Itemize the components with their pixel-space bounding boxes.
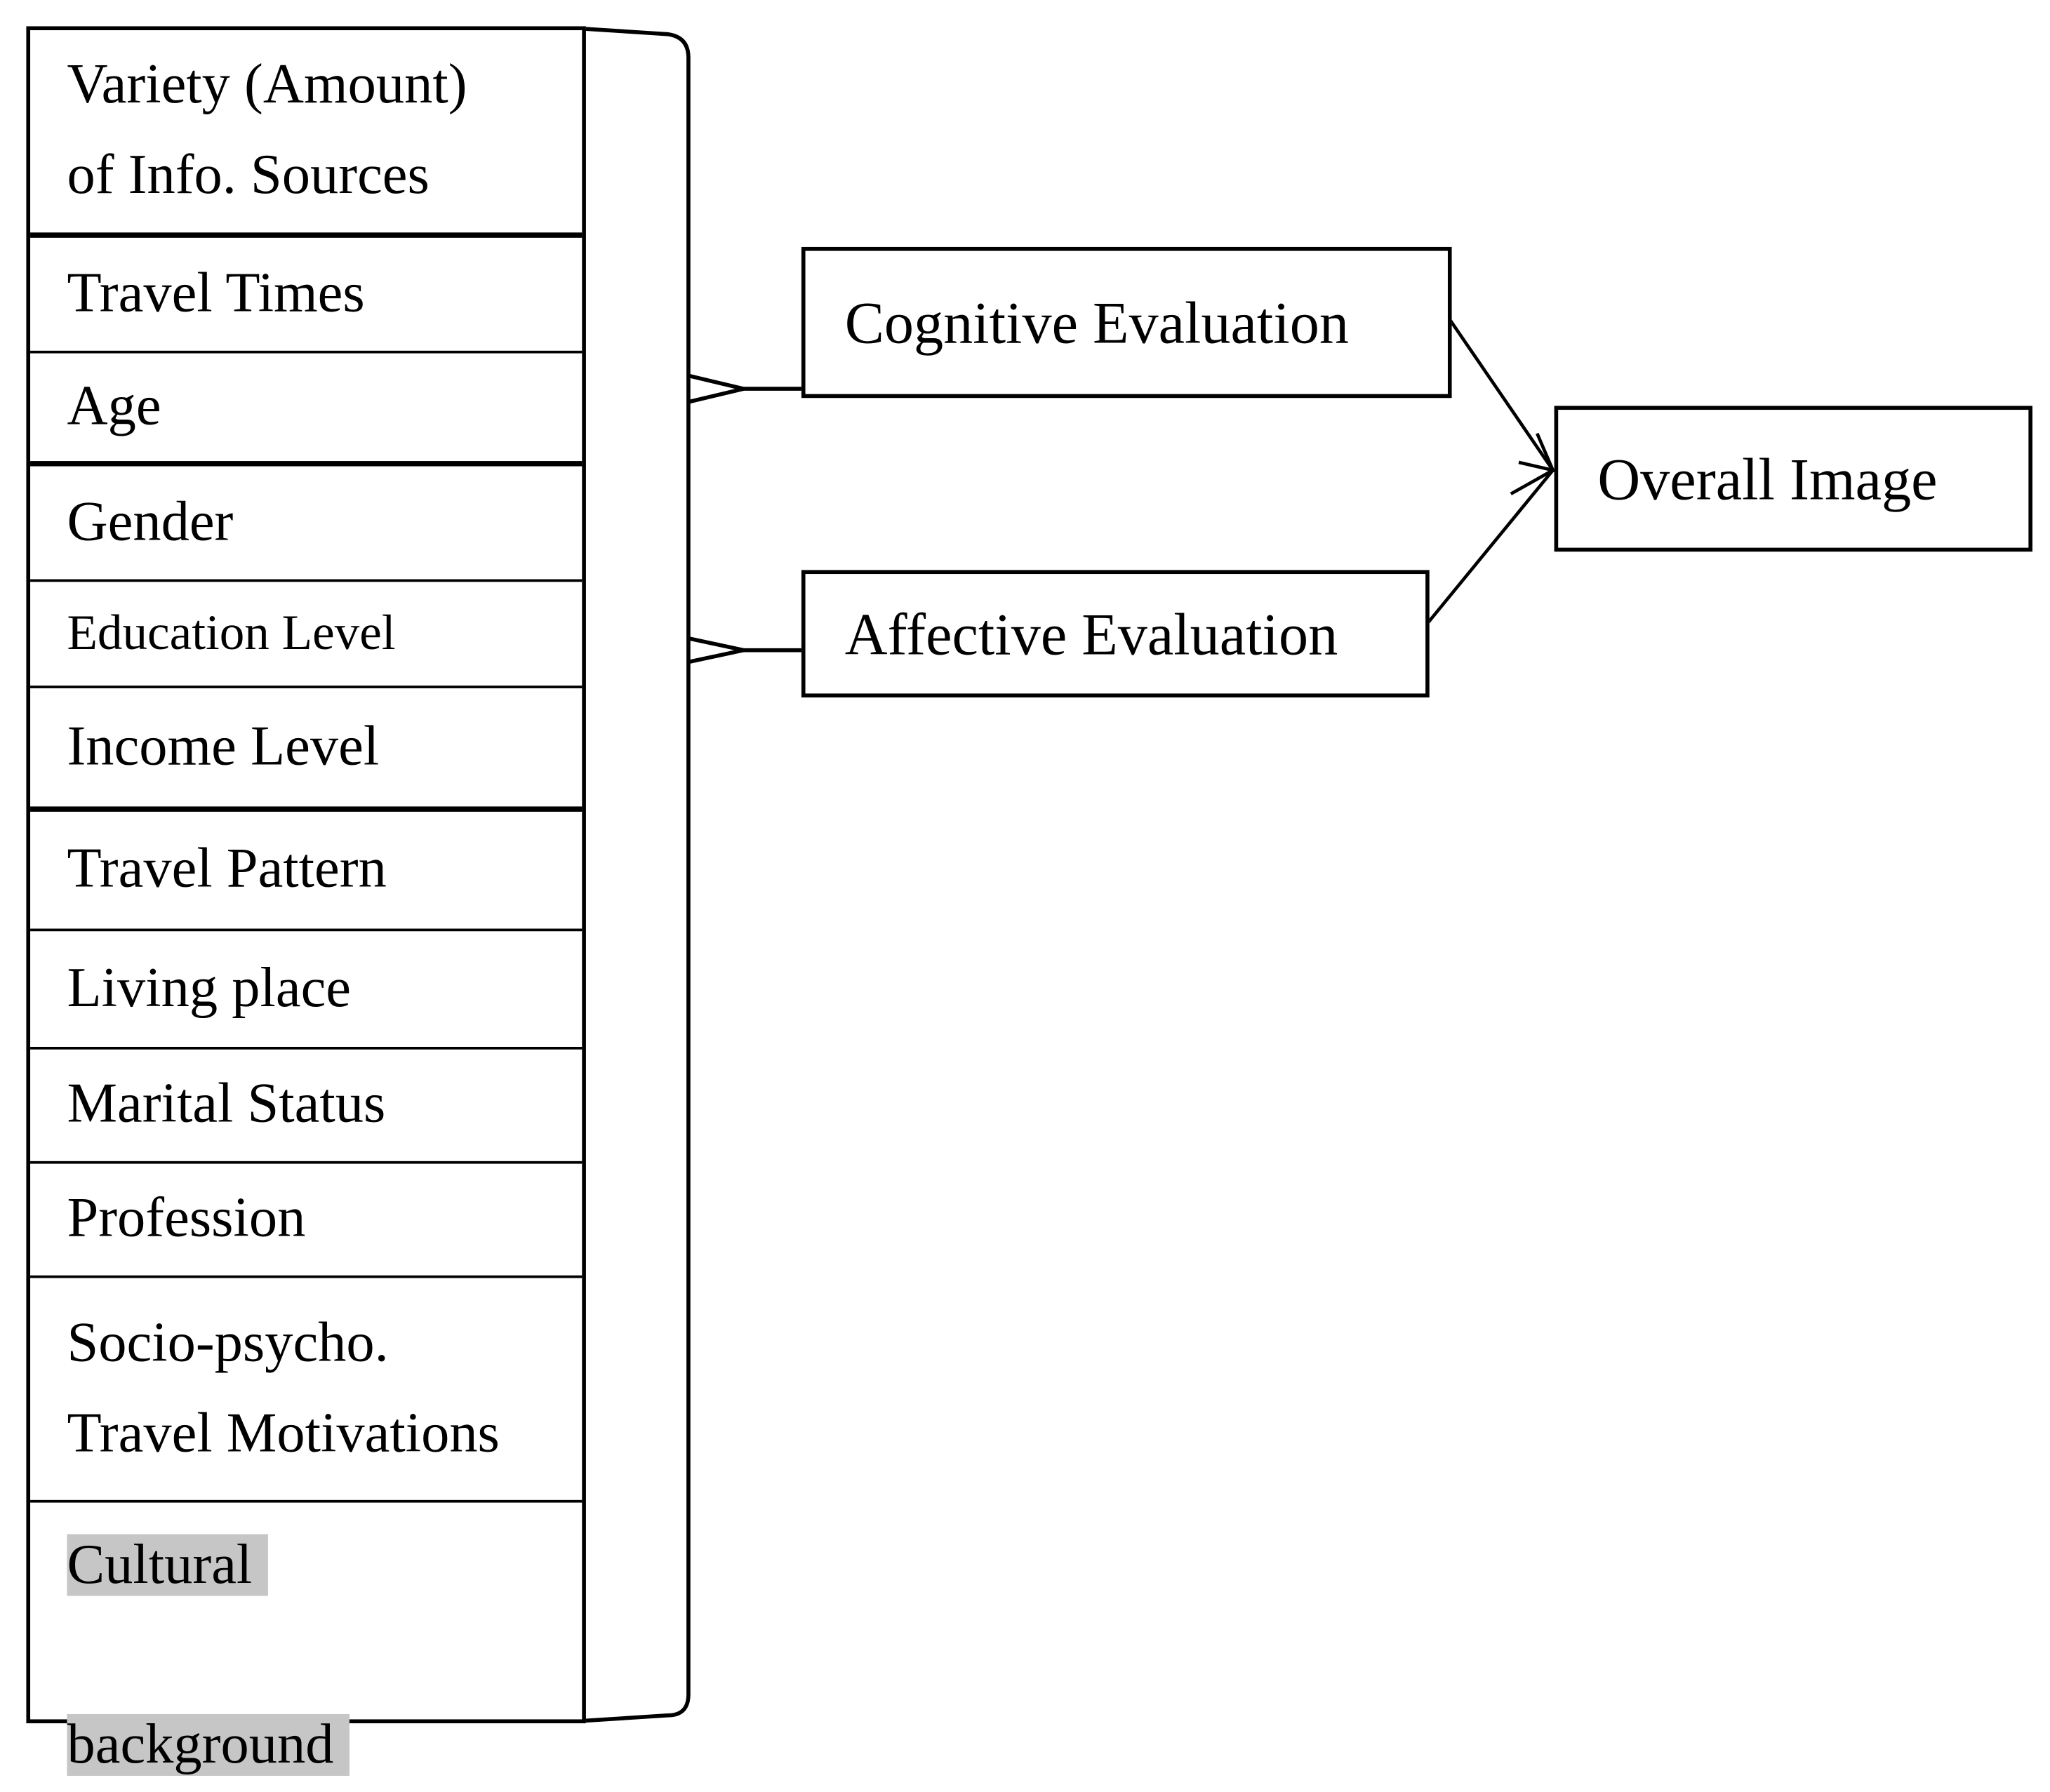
connector-layer [585,27,1556,1723]
factor-education-level: Education Level [30,582,583,688]
arrowhead-icon [1510,432,1556,495]
affective-evaluation-box: Affective Evaluation [801,570,1430,698]
highlighted-text: background [67,1714,350,1777]
cultural-background-label: Cultural background [67,1430,350,1791]
overall-image-box: Overall Image [1554,406,2032,552]
factor-info-sources: Variety (Amount) of Info. Sources [30,30,583,238]
factor-cultural-background: Cultural background [30,1503,582,1777]
factor-profession: Profession [30,1164,583,1278]
diagram-canvas: Variety (Amount) of Info. Sources Travel… [26,26,2032,1777]
bracket-link-affective [688,636,801,664]
affective-evaluation-label: Affective Evaluation [844,601,1338,667]
arrow-affective-to-overall [1427,469,1555,624]
overall-image-label: Overall Image [1597,446,1938,512]
factor-list: Variety (Amount) of Info. Sources Travel… [26,26,586,1777]
highlighted-text: Cultural [67,1533,268,1596]
arrow-cognitive-to-overall [1449,319,1555,472]
factor-living-place: Living place [30,931,583,1050]
bracket-link-cognitive [688,373,801,404]
factor-travel-times: Travel Times [30,238,583,354]
factor-gender: Gender [30,467,583,582]
factor-travel-pattern: Travel Pattern [30,812,583,932]
factor-travel-motivations: Socio-psycho. Travel Motivations [30,1278,583,1503]
grouping-bracket [585,27,691,1723]
factor-income-level: Income Level [30,688,583,812]
cognitive-evaluation-box: Cognitive Evaluation [801,246,1452,399]
factor-age: Age [30,354,583,467]
factor-marital-status: Marital Status [30,1050,583,1164]
cognitive-evaluation-label: Cognitive Evaluation [844,289,1349,356]
